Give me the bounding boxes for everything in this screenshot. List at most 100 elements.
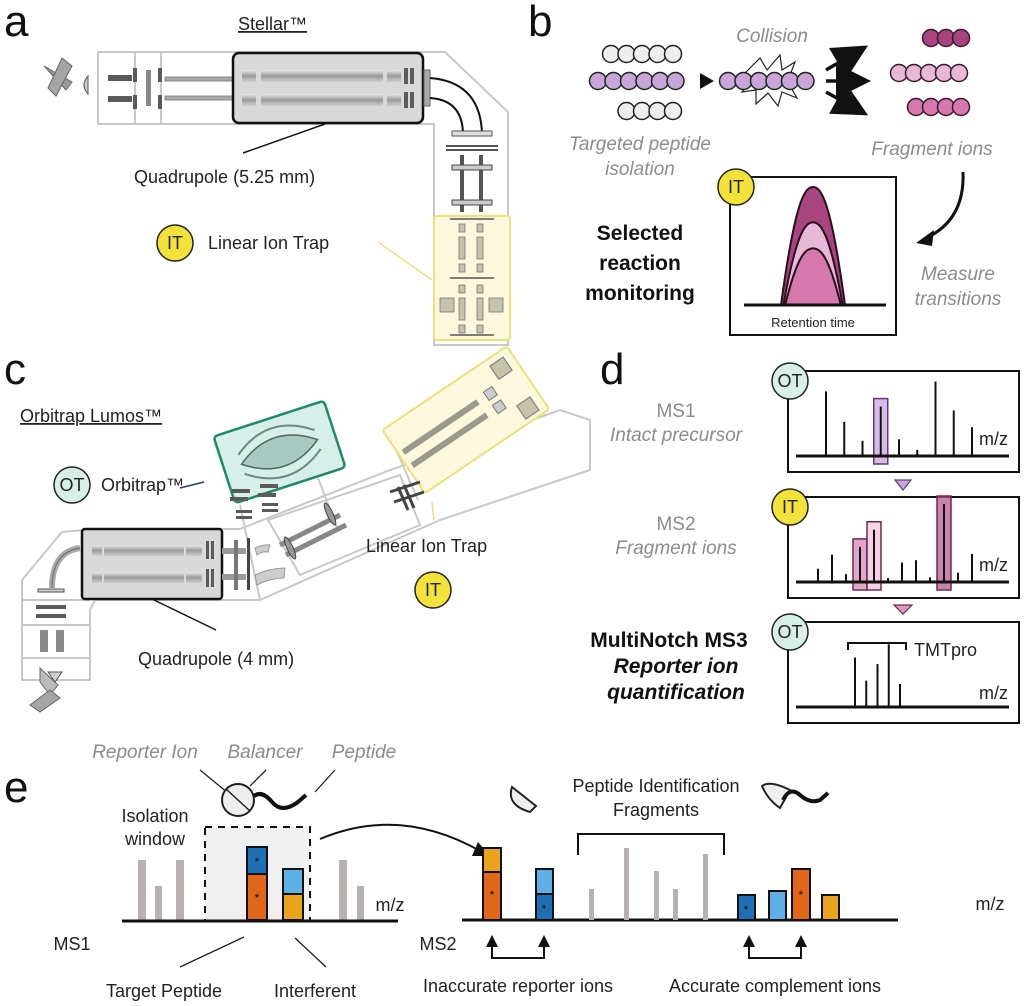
ms3-title: MultiNotch MS3 xyxy=(590,629,748,652)
ion-trap-box-c xyxy=(382,346,550,493)
colliding-bead xyxy=(718,71,738,91)
peptide-bead xyxy=(663,101,683,121)
pif-bracket xyxy=(577,833,725,855)
it-badge-ms2 xyxy=(771,488,809,526)
ms1-label-e: MS1 xyxy=(53,934,90,954)
srm-title-line2: reaction xyxy=(599,252,681,275)
quadrupole-label-c: Quadrupole (4 mm) xyxy=(138,649,294,669)
quadrupole-box xyxy=(231,51,425,125)
ms2-subtitle: Fragment ions xyxy=(615,538,737,559)
ms1-to-ms2-arrow-icon xyxy=(893,479,913,491)
ms2-spectrum xyxy=(817,495,973,591)
ms3-subtitle-line1: Reporter ion xyxy=(614,655,739,678)
srm-title-line1: Selected xyxy=(597,222,683,245)
precursor-peptides xyxy=(588,44,685,121)
peptide-bead xyxy=(648,101,667,121)
ms2-title: MS2 xyxy=(656,514,695,535)
reporter-bar-1: * xyxy=(482,847,502,921)
panel-letter-b: b xyxy=(528,0,552,46)
ion-trap-label-a: Linear Ion Trap xyxy=(208,233,329,253)
colliding-bead xyxy=(734,71,753,91)
it-badge-c xyxy=(414,571,452,609)
panel-e: e Reporter Ion Balancer Peptide Isolatio… xyxy=(4,742,1005,1001)
fragment-bead xyxy=(951,97,971,117)
ion-source-icon-c xyxy=(29,666,63,713)
tmtpro-bracket xyxy=(847,642,907,650)
colliding-bead xyxy=(780,71,800,91)
ot-badge-ms3 xyxy=(771,613,809,651)
fragment-arrow-down-icon xyxy=(825,83,869,116)
quadrupole-label-a: Quadrupole (5.25 mm) xyxy=(134,167,315,187)
peptide-bead xyxy=(588,71,608,91)
target-peptide-label: Target Peptide xyxy=(106,981,222,1001)
peptide-bead xyxy=(617,101,636,121)
colliding-bead xyxy=(765,71,784,91)
reporter-ion-label: Reporter Ion xyxy=(92,742,198,763)
inaccurate-label: Inaccurate reporter ions xyxy=(423,976,613,996)
pif-label-line2: Fragments xyxy=(613,800,699,820)
ms2-axis-label: m/z xyxy=(979,555,1008,575)
it-badge-c-text: IT xyxy=(425,580,441,600)
complement-bar-2 xyxy=(768,890,787,921)
transfer-arrow-icon xyxy=(319,823,483,853)
it-badge-b-text: IT xyxy=(728,177,744,197)
colliding-bead xyxy=(749,71,769,91)
ot-badge-c-text: OT xyxy=(60,475,85,495)
srm-peak xyxy=(783,247,843,306)
ms2-axis-label-e: m/z xyxy=(976,894,1005,914)
balancer-label: Balancer xyxy=(228,742,304,763)
peptide-bead xyxy=(617,44,636,64)
svg-text:*: * xyxy=(255,855,260,869)
peptide-label: Peptide xyxy=(332,742,396,763)
complement-fragment-icon xyxy=(760,782,830,810)
orbitrap-lumos-title: Orbitrap Lumos™ xyxy=(20,406,162,426)
quadrupole-box-c xyxy=(80,527,224,601)
it-badge-ms2-text: IT xyxy=(782,497,798,517)
ot-badge-ms1 xyxy=(771,362,809,400)
accurate-label: Accurate complement ions xyxy=(669,976,881,996)
isolation-label-line1: Targeted peptide xyxy=(569,134,711,155)
fragment-bead xyxy=(951,28,971,48)
isolation-label-line2: isolation xyxy=(605,159,675,180)
svg-text:*: * xyxy=(744,903,749,917)
reporter-fragment-icon xyxy=(509,785,538,814)
ot-badge-ms1-text: OT xyxy=(778,371,803,391)
tmtpro-label: TMTpro xyxy=(914,640,977,660)
isolation-window-line1: Isolation xyxy=(121,806,188,826)
stellar-housing xyxy=(97,51,509,346)
svg-text:*: * xyxy=(799,888,804,902)
ms3-spectrum xyxy=(854,644,901,707)
orbitrap-label: Orbitrap™ xyxy=(101,475,184,495)
colliding-peptide xyxy=(718,71,815,91)
svg-text:*: * xyxy=(255,891,260,905)
complement-bar-4 xyxy=(821,894,840,921)
reporter-bar-2: * xyxy=(535,868,554,921)
ms2-label-e: MS2 xyxy=(419,934,456,954)
it-badge-a xyxy=(156,224,194,262)
isolation-arrow-icon xyxy=(700,73,714,89)
svg-text:*: * xyxy=(542,902,547,916)
ion-trap-label-c: Linear Ion Trap xyxy=(366,536,487,556)
measure-arrow-icon xyxy=(925,171,965,240)
panel-c: c Orbitrap Lumos™ xyxy=(4,345,591,713)
isolation-window-line2: window xyxy=(124,829,186,849)
interferent-label: Interferent xyxy=(274,981,356,1001)
complement-bar-3: * xyxy=(791,868,811,921)
panel-d: d MS1 Intact precursor MS2 Fragment ions… xyxy=(590,345,1020,724)
orbitrap-box xyxy=(213,400,346,504)
panel-b: b Collision Targeted peptide isolation F… xyxy=(528,0,1002,336)
it-badge-a-text: IT xyxy=(167,233,183,253)
ms1-subtitle: Intact precursor xyxy=(610,425,743,446)
complement-pair-arrows xyxy=(748,947,802,959)
ot-badge-c xyxy=(53,466,91,504)
pif-label-line1: Peptide Identification xyxy=(572,776,739,796)
panel-letter-c: c xyxy=(4,345,26,394)
panel-letter-d: d xyxy=(600,345,624,394)
peptide-bead xyxy=(604,71,623,91)
srm-chromatogram xyxy=(779,185,847,306)
ms3-subtitle-line2: quantification xyxy=(607,681,745,704)
peptide-bead xyxy=(635,71,654,91)
panel-a: a Stellar™ xyxy=(4,0,511,346)
target-peptide-bar: * * xyxy=(246,846,268,921)
